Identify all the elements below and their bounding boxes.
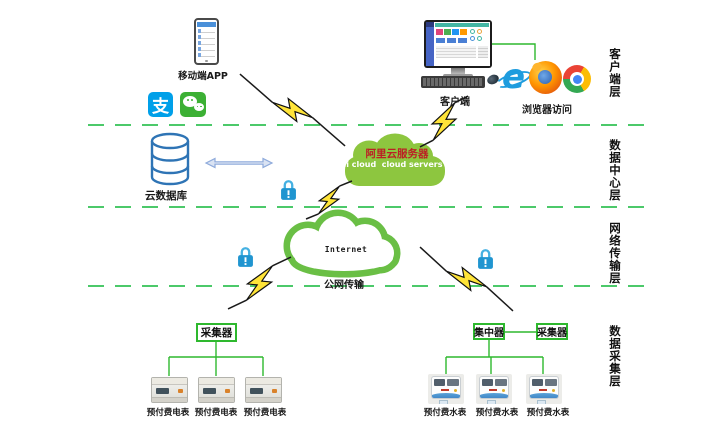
wan-label: 公网传输: [324, 280, 364, 291]
layer-divider-2: [88, 206, 652, 208]
layer-label-data-center: 数据中心层: [608, 139, 622, 202]
mobile-phone-icon: [194, 18, 219, 65]
wechat-icon: [180, 92, 206, 117]
layer-label-client: 客户端层: [608, 48, 622, 98]
ie-icon: e: [493, 60, 534, 95]
cloud-db-label: 云数据库: [145, 190, 187, 202]
water-meter-icon: [526, 374, 562, 404]
ali-cloud-shape: [345, 133, 445, 186]
bolt-internet-to-collector: [227, 256, 292, 310]
layer-label-network: 网络传输层: [608, 222, 622, 285]
layer-label-collection: 数据采集层: [608, 325, 622, 388]
water-meter-label: 预付费水表: [526, 408, 570, 418]
electric-meter-label: 预付费电表: [194, 408, 238, 418]
bolt-alicloud-to-internet: [305, 180, 353, 220]
alipay-icon: 支: [148, 92, 173, 117]
client-label: 客户端: [440, 97, 470, 108]
concentrator-box: 集中器: [473, 323, 505, 340]
lock-icon-datacenter: [281, 180, 296, 200]
bolt-client-to-cloud: [419, 95, 469, 148]
database-icon: [150, 132, 190, 186]
electric-meter-label: 预付费电表: [146, 408, 190, 418]
collector-left-box: 采集器: [196, 323, 237, 342]
electric-meter-icon: [198, 377, 235, 403]
client-browser-connector: [492, 43, 536, 60]
electric-meter-icon: [151, 377, 188, 403]
sync-double-arrow: [204, 157, 274, 169]
water-meter-label: 预付费水表: [423, 408, 467, 418]
internet-cloud-shape: [283, 209, 401, 278]
electric-meter-label: 预付费电表: [243, 408, 287, 418]
lock-icon-network-left: [238, 247, 253, 267]
bolt-mobile-to-cloud: [239, 73, 346, 147]
chrome-icon: [563, 65, 591, 93]
ali-cloud-title: 阿里云服务器: [365, 148, 429, 160]
electric-meter-icon: [245, 377, 282, 403]
collector-right-box: 采集器: [536, 323, 568, 340]
water-meter-label: 预付费水表: [475, 408, 519, 418]
layer-divider-3: [88, 285, 652, 287]
browser-access-label: 浏览器访问: [522, 105, 572, 116]
internet-label: Internet: [324, 245, 368, 254]
water-meter-icon: [428, 374, 464, 404]
bolt-internet-to-concentrator: [419, 246, 514, 312]
lock-icon-network-right: [478, 249, 493, 269]
collector-tree-right: [445, 331, 544, 374]
monitor-stand: [451, 68, 465, 74]
layer-divider-1: [88, 124, 652, 126]
keyboard-icon: [421, 76, 485, 88]
ali-cloud-subtitle: li cloud cloud servers: [343, 160, 443, 169]
water-meter-icon: [476, 374, 512, 404]
mobile-app-label: 移动端APP: [178, 71, 228, 82]
client-monitor-icon: [424, 20, 492, 68]
collector-tree-left: [168, 342, 264, 376]
firefox-icon: [529, 61, 562, 94]
